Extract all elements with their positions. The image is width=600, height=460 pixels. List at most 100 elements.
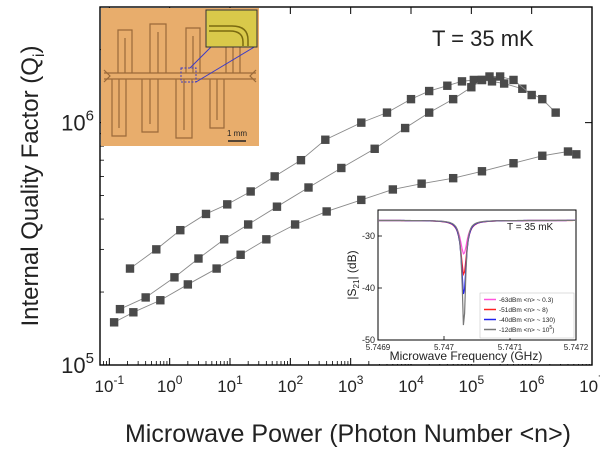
series-2-point: [304, 183, 313, 192]
series-3-point: [290, 220, 300, 229]
series-1-point: [518, 84, 527, 93]
series-2-point: [337, 163, 346, 173]
series-1-point: [538, 94, 547, 104]
series-2-point: [509, 75, 518, 85]
series-2-point: [115, 304, 125, 314]
series-3-point: [109, 318, 119, 327]
series-3-point: [129, 308, 138, 317]
series-1-point: [176, 225, 185, 235]
series-3-point: [509, 159, 518, 168]
series-1-point: [499, 79, 509, 88]
series-2-point: [272, 202, 282, 211]
x-tick-label: 103: [338, 373, 364, 396]
scale-bar-label: 1 mm: [227, 129, 247, 138]
s21-y-tick-label: -40: [362, 283, 375, 293]
s21-data-series: [378, 219, 576, 326]
series-3-point: [262, 235, 271, 244]
zoom-connector-line: [195, 45, 257, 83]
series-3-point: [477, 167, 487, 176]
series-3-point: [357, 195, 366, 205]
series-3-point: [417, 179, 426, 188]
y-tick-label: 105: [61, 350, 94, 378]
series-3-point: [448, 173, 458, 183]
series-2-point: [485, 72, 494, 81]
series-1-point: [406, 94, 416, 104]
series-2-point: [467, 83, 476, 92]
s21-x-tick-label: 5.747: [434, 343, 455, 352]
x-tick-label: 104: [398, 373, 424, 396]
series-2-point: [370, 144, 379, 153]
s21-x-axis-label: Microwave Frequency (GHz): [390, 349, 543, 363]
s21-legend: -63dBm <n> ~ 0.3) -51dBm <n> ~ 8) -40dBm <…: [479, 292, 575, 339]
series-1-point: [152, 245, 161, 254]
main-y-axis-label: Internal Quality Factor (Qi): [17, 46, 48, 327]
s21-legend-label: -12dBm <n> ~ 105): [499, 325, 554, 334]
series-1-point: [321, 135, 330, 144]
x-tick-label: 107: [579, 373, 600, 396]
x-tick-label: 100: [157, 373, 183, 396]
series-2-point: [219, 235, 229, 244]
series-1-point: [201, 209, 211, 219]
series-3-point: [236, 250, 245, 259]
series-2-point: [527, 90, 536, 100]
series-1-point: [357, 118, 366, 127]
s21-y-axis-label: |S21| (dB): [345, 250, 361, 299]
series-1-point: [246, 187, 255, 196]
series-1-connector: [129, 79, 556, 269]
s21-x-tick-label: 5.7469: [366, 343, 391, 352]
series-1-point: [487, 77, 497, 86]
series-3-point: [572, 150, 581, 159]
s21-annotation: T = 35 mK: [507, 222, 554, 233]
series-3-point: [212, 264, 221, 273]
s21-legend-label: -40dBm <n> ~ 130): [499, 317, 555, 324]
s21-y-tick-label: -30: [362, 231, 375, 241]
series-1-point: [382, 108, 392, 117]
series-2-point: [424, 108, 434, 117]
zoomed-detail-inset: [205, 9, 258, 48]
series-1-point: [125, 264, 135, 273]
x-tick-label: 10-1: [95, 373, 125, 396]
x-tick-label: 106: [519, 373, 545, 396]
y-tick-label: 106: [61, 108, 94, 136]
s21-legend-label: -51dBm <n> ~ 8): [499, 307, 548, 314]
zoomed-coupler-trace: [209, 25, 249, 46]
series-1-point: [270, 172, 279, 181]
temperature-annotation: T = 35 mK: [432, 26, 534, 51]
series-3-point: [156, 296, 165, 305]
s21-x-tick-label: 5.7471: [498, 343, 523, 352]
s21-legend-box: [479, 292, 575, 339]
zoom-connector-line: [189, 45, 213, 69]
series-3-point: [322, 207, 331, 216]
series-1-point: [424, 86, 434, 96]
series-1-point: [469, 75, 479, 85]
s21-legend-entries: -63dBm <n> ~ 0.3) -51dBm <n> ~ 8) -40dBm <…: [484, 297, 555, 334]
s21-x-tick-label: 5.7472: [564, 343, 589, 352]
series-3-point: [388, 185, 398, 194]
series-1-point: [457, 77, 467, 86]
s21-legend-label: -63dBm <n> ~ 0.3): [499, 297, 553, 304]
main-axis-ticks: 10-1 100 101 102 103 104 105 106 107 105 106: [61, 7, 600, 396]
micrograph-inset: 1 mm: [101, 8, 259, 146]
x-tick-label: 101: [217, 373, 243, 396]
s21-inset: 5.7469 5.747 5.7471 5.7472 -30 -40 -50 T = 35 …: [345, 198, 591, 364]
series-3-point: [183, 280, 193, 289]
main-data-series: [109, 72, 581, 327]
s21-axis-ticks: 5.7469 5.747 5.7471 5.7472 -30 -40 -50: [362, 231, 589, 352]
series-3-point: [538, 151, 547, 160]
s21-y-tick-label: -50: [362, 335, 375, 345]
series-2-point: [495, 72, 505, 81]
series-2-point: [170, 273, 179, 282]
x-tick-label: 105: [459, 373, 485, 396]
series-2-point: [141, 293, 150, 302]
series-1-point: [443, 81, 452, 90]
series-3-connector: [113, 151, 577, 323]
series-2-point: [477, 75, 487, 85]
series-2-point: [194, 254, 203, 263]
series-1-point: [551, 108, 560, 117]
series-2-point: [400, 123, 410, 133]
zoom-region-marker: [180, 67, 197, 83]
x-tick-label: 102: [278, 373, 304, 396]
main-x-axis-label: Microwave Power (Photon Number <n>): [125, 420, 571, 448]
series-3-point: [563, 147, 573, 156]
